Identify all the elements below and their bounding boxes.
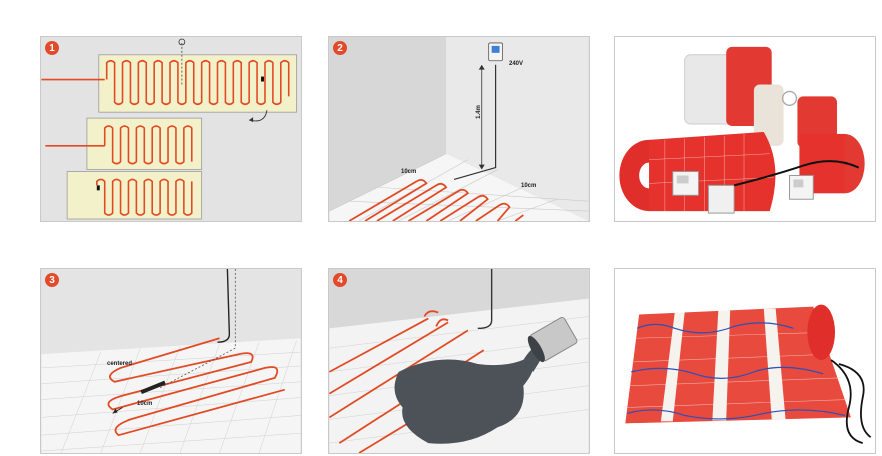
- thermostat-box-3: [707, 184, 735, 214]
- supply-cable: [453, 64, 497, 181]
- thermostat-box-2: [789, 175, 814, 200]
- step-3-installation-diagram: [41, 269, 301, 453]
- height-label: 1.4m: [475, 105, 482, 119]
- sensor-probe: [140, 380, 166, 394]
- step-badge: 1: [45, 41, 59, 55]
- step-4-screed-diagram: [329, 269, 589, 453]
- floor-grid: [329, 153, 589, 221]
- step-4-panel: 4: [328, 268, 590, 454]
- product-photo-mat: [614, 268, 876, 454]
- step-badge: 3: [45, 273, 59, 287]
- end-marker-1: [261, 76, 264, 82]
- step-badge: 4: [333, 273, 347, 287]
- heating-mat-rolls-image: [619, 46, 865, 214]
- screed-puddle: [394, 358, 534, 444]
- end-marker-2: [96, 185, 100, 191]
- step-2-room-diagram: [329, 37, 589, 221]
- heating-cable-loops: [107, 337, 285, 437]
- serpentine-3: [96, 178, 193, 216]
- product-photo-rolls: [614, 36, 876, 222]
- serpentine-2: [103, 125, 193, 165]
- spacing-label: 10cm: [137, 401, 153, 407]
- step-1-panel: 1: [40, 36, 302, 222]
- step-1-layout-diagram: [41, 38, 298, 220]
- floor-cable: [348, 178, 524, 221]
- supply-cable: [217, 269, 231, 343]
- thermostat-icon: [178, 38, 186, 46]
- step-2-panel: 2 240V 1.4m 10cm 10cm: [328, 36, 590, 222]
- spacing-label-left: 10cm: [401, 169, 417, 175]
- step-badge: 2: [333, 41, 347, 55]
- heating-mat-unrolled-image: [625, 304, 872, 444]
- spacing-label-right: 10cm: [521, 183, 537, 189]
- mat-3: [66, 171, 203, 220]
- centered-label: centered: [107, 361, 133, 367]
- voltage-label: 240V: [509, 61, 524, 67]
- paint-bucket-icon: [527, 316, 578, 363]
- serpentine-1: [105, 59, 290, 106]
- step-3-panel: 3 centered 10cm: [40, 268, 302, 454]
